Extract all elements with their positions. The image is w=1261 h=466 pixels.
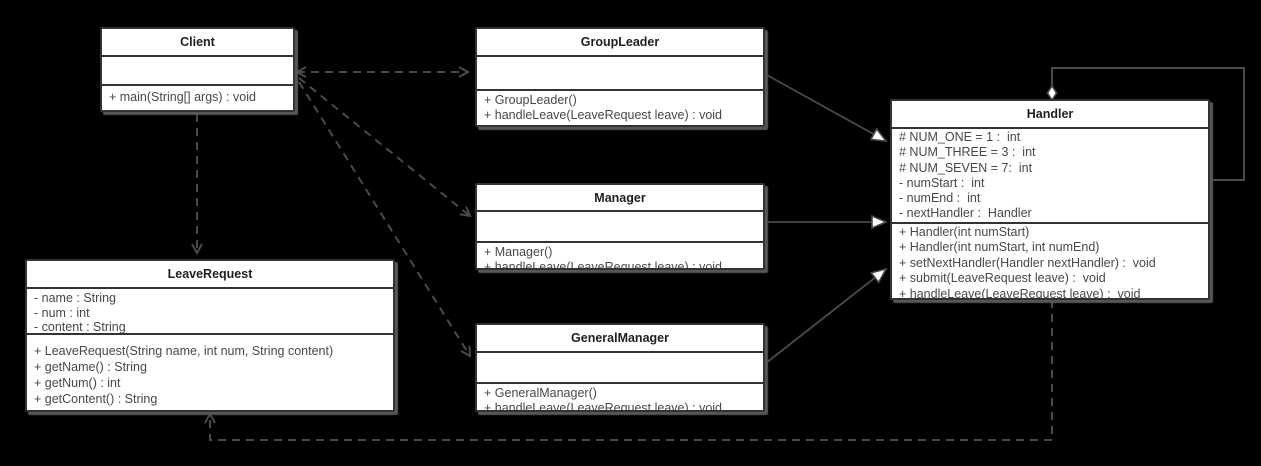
member-line: + main(String[] args) : void [109,90,256,105]
member-line: + LeaveRequest(String name, int num, Str… [34,344,334,358]
class-box-manager[interactable]: Manager + Manager()+ handleLeave(LeaveRe… [475,183,765,270]
class-box-handler[interactable]: Handler # NUM_ONE = 1 : int# NUM_THREE =… [890,99,1210,300]
class-title: GroupLeader [477,29,763,57]
attributes-section: # NUM_ONE = 1 : int# NUM_THREE = 3 : int… [892,129,1208,224]
methods-section: + LeaveRequest(String name, int num, Str… [27,335,393,410]
class-box-generalmanager[interactable]: GeneralManager + GeneralManager()+ handl… [475,323,765,412]
member-line: + setNextHandler(Handler nextHandler) : … [899,255,1156,270]
member-line: - content : String [34,320,126,335]
generalization-groupleader-to-handler [764,73,886,141]
methods-section: + Handler(int numStart)+ Handler(int num… [892,224,1208,298]
member-line: + handleLeave(LeaveRequest leave) : void [899,286,1141,298]
dependency-client-to-manager [298,77,472,218]
class-box-groupleader[interactable]: GroupLeader + GroupLeader()+ handleLeave… [475,27,765,127]
member-line: + submit(LeaveRequest leave) : void [899,271,1106,286]
member-line: + Manager() [484,245,553,259]
member-line: # NUM_THREE = 3 : int [899,145,1036,160]
member-line: + Handler(int numStart) [899,225,1030,239]
member-line: + getContent() : String [34,392,158,406]
member-line: + Handler(int numStart, int numEnd) [899,240,1100,255]
member-line: # NUM_SEVEN = 7: int [899,160,1033,175]
attributes-section [102,57,293,86]
member-line: - nextHandler : Handler [899,206,1032,221]
member-line: + handleLeave(LeaveRequest leave) : void [484,400,723,411]
member-line: + GeneralManager() [484,386,597,400]
methods-section: + Manager()+ handleLeave(LeaveRequest le… [477,243,763,268]
member-line: - numEnd : int [899,191,981,206]
class-title: Handler [892,101,1208,129]
member-line: + handleLeave(LeaveRequest leave) : void [484,259,723,269]
methods-section: + main(String[] args) : void [102,86,293,110]
attributes-section [477,212,763,243]
member-line: - numStart : int [899,175,985,190]
member-line: + getNum() : int [34,376,121,390]
attributes-section [477,57,763,91]
methods-section: + GeneralManager()+ handleLeave(LeaveReq… [477,384,763,410]
class-box-leaverequest[interactable]: LeaveRequest - name : String- num : int-… [25,259,395,412]
aggregation-diamond [1046,84,1058,102]
generalization-generalmanager-to-handler [765,269,886,364]
member-line: - name : String [34,291,116,305]
member-line: - num : int [34,305,90,320]
methods-section: + GroupLeader()+ handleLeave(LeaveReques… [477,91,763,125]
attributes-section [477,353,763,384]
attributes-section: - name : String- num : int- content : St… [27,289,393,335]
class-box-client[interactable]: Client + main(String[] args) : void [100,27,295,112]
member-line: # NUM_ONE = 1 : int [899,130,1021,144]
class-title: Client [102,29,293,57]
class-title: Manager [477,185,763,212]
member-line: + GroupLeader() [484,93,577,107]
member-line: + handleLeave(LeaveRequest leave) : void [484,108,723,123]
member-line: + getName() : String [34,360,147,374]
class-title: GeneralManager [477,325,763,353]
class-title: LeaveRequest [27,261,393,289]
